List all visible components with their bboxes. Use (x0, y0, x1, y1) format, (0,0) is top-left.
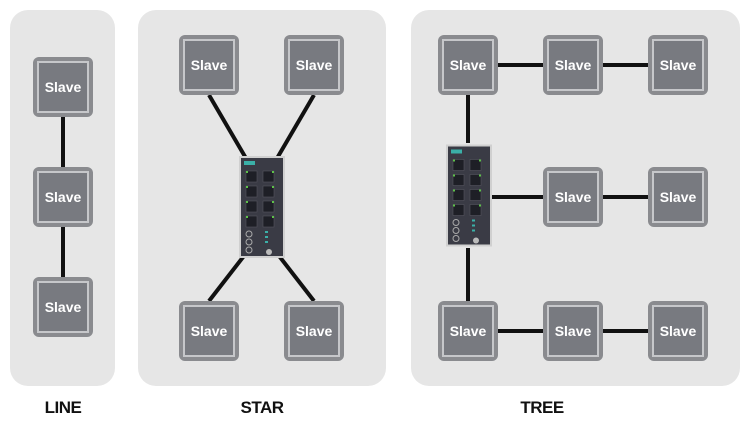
slave-node: Slave (438, 35, 498, 95)
slave-label: Slave (652, 39, 704, 91)
label-tree: TREE (520, 398, 564, 417)
slave-node: Slave (33, 277, 93, 337)
slave-label: Slave (37, 61, 89, 113)
link-star-br (274, 250, 316, 303)
label-star: STAR (240, 398, 284, 417)
slave-node: Slave (33, 57, 93, 117)
slave-label: Slave (288, 305, 340, 357)
link-star-tl (207, 93, 249, 162)
slave-node: Slave (438, 301, 498, 361)
slave-label: Slave (547, 39, 599, 91)
slave-node: Slave (543, 167, 603, 227)
ethernet-switch-icon (239, 156, 285, 258)
slave-node: Slave (543, 35, 603, 95)
ethernet-switch-icon (446, 144, 492, 247)
slave-node: Slave (648, 35, 708, 95)
slave-label: Slave (652, 171, 704, 223)
slave-node: Slave (33, 167, 93, 227)
slave-label: Slave (183, 305, 235, 357)
slave-node: Slave (284, 301, 344, 361)
link-star-bl (207, 250, 249, 303)
slave-label: Slave (288, 39, 340, 91)
slave-label: Slave (442, 305, 494, 357)
slave-label: Slave (547, 305, 599, 357)
slave-label: Slave (37, 171, 89, 223)
slave-node: Slave (648, 167, 708, 227)
label-line: LINE (44, 398, 82, 417)
slave-node: Slave (179, 35, 239, 95)
slave-label: Slave (183, 39, 235, 91)
slave-node: Slave (284, 35, 344, 95)
slave-label: Slave (442, 39, 494, 91)
slave-node: Slave (648, 301, 708, 361)
link-star-tr (274, 93, 316, 162)
slave-label: Slave (37, 281, 89, 333)
slave-label: Slave (652, 305, 704, 357)
slave-label: Slave (547, 171, 599, 223)
slave-node: Slave (179, 301, 239, 361)
slave-node: Slave (543, 301, 603, 361)
